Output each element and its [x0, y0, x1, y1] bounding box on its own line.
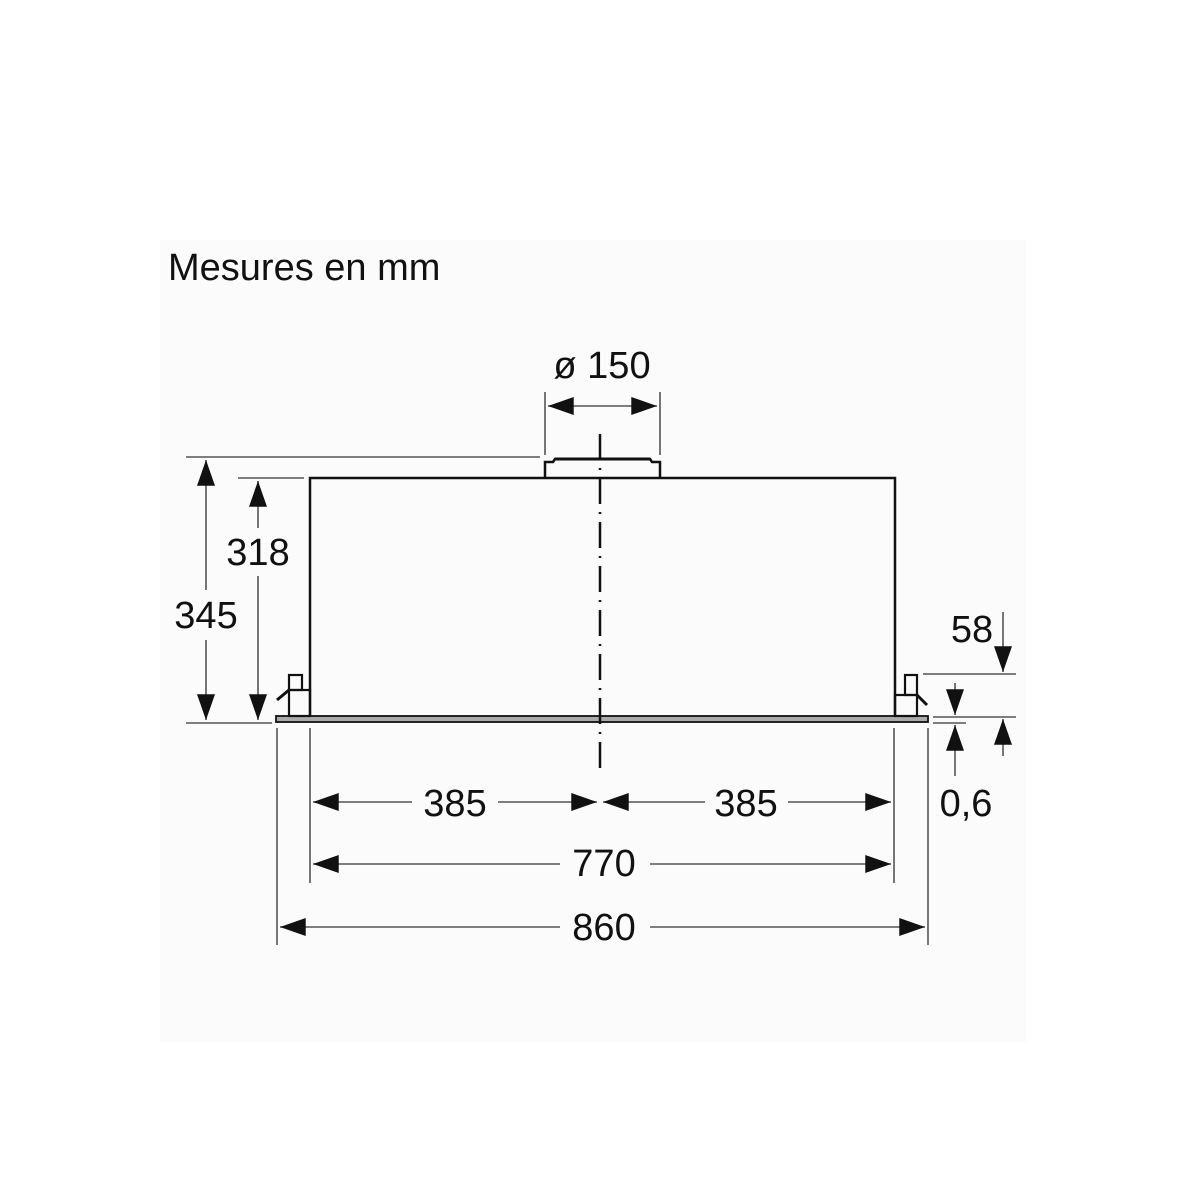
plate-thickness-label: 0,6 — [940, 783, 993, 825]
duct-diameter-dimension — [544, 392, 661, 455]
height-dimensions — [186, 456, 540, 724]
width-extension-lines — [276, 728, 929, 945]
bracket-offset-label: 58 — [951, 609, 993, 651]
total-height-label: 345 — [174, 595, 237, 637]
housing-width-label: 770 — [572, 843, 635, 885]
half-width-left-label: 385 — [423, 783, 486, 825]
right-side-dimensions — [923, 612, 1016, 776]
bottom-plate — [275, 715, 929, 723]
half-width-right-label: 385 — [714, 783, 777, 825]
drawing-background — [160, 240, 1026, 1042]
left-mounting-bracket — [276, 673, 312, 718]
housing-height-label: 318 — [226, 532, 289, 574]
hood-housing — [308, 457, 897, 720]
duct-diameter-label: ø 150 — [553, 345, 650, 387]
right-mounting-bracket — [893, 673, 929, 718]
overall-width-label: 860 — [572, 907, 635, 949]
units-title: Mesures en mm — [168, 247, 440, 289]
